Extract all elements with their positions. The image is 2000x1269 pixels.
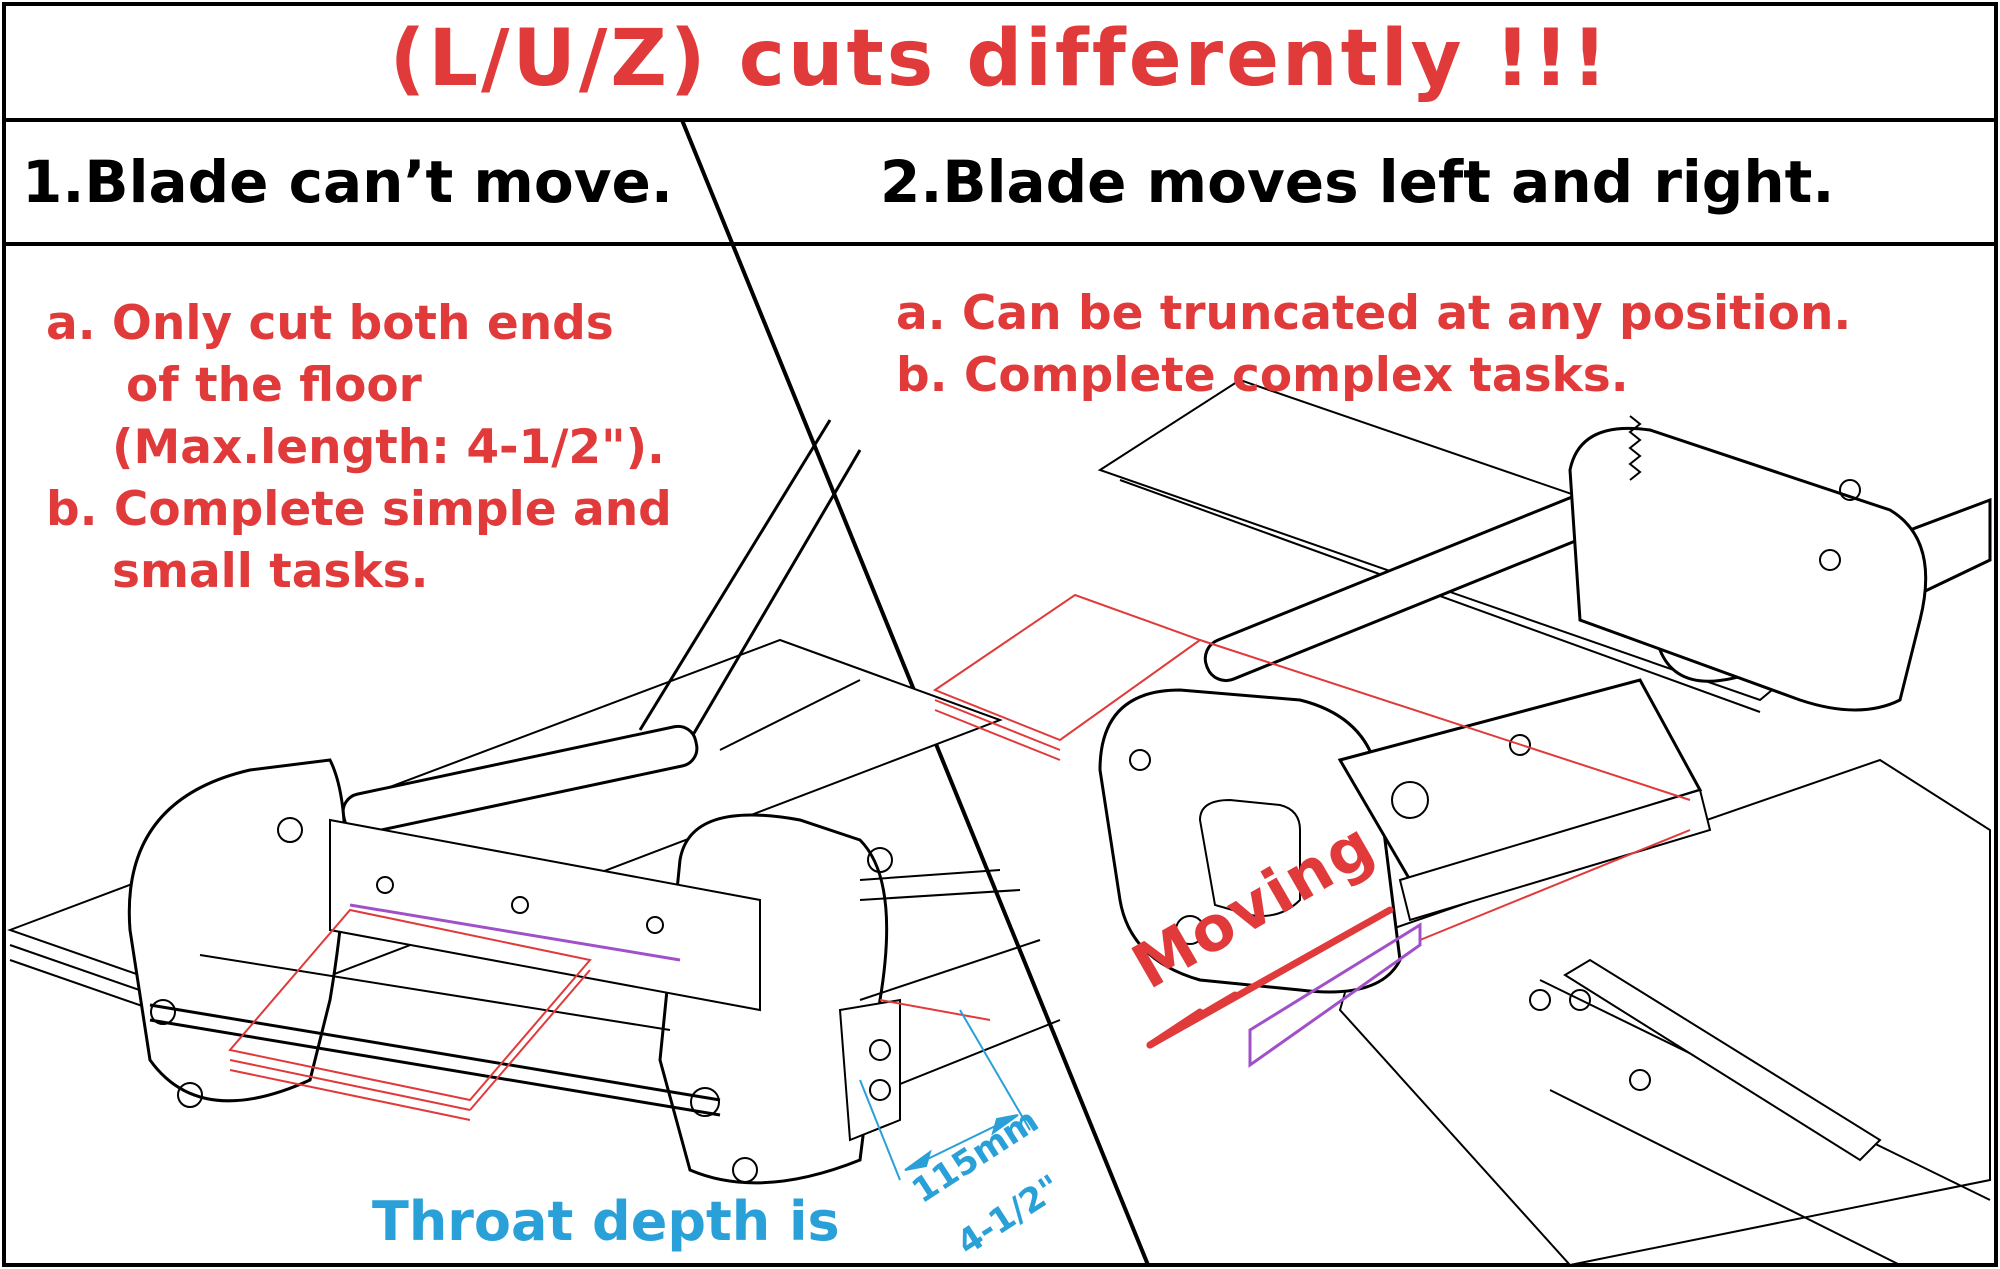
throat-dimension [859, 1009, 1031, 1181]
right-cutter-illustration [1097, 378, 1992, 1267]
right-line-a: a. Can be truncated at any position. [896, 286, 1852, 341]
left-cut-boards [228, 908, 991, 1121]
left-line-b: b. Complete simple and [46, 482, 672, 537]
left-line-a-cont1: of the floor [126, 358, 422, 413]
right-blade-edge [1248, 922, 1422, 1068]
left-line-a: a. Only cut both ends [46, 296, 614, 351]
moving-arrow-icon [1146, 906, 1394, 1049]
right-cut-boards [932, 593, 1691, 941]
left-blade-edge [349, 903, 681, 962]
right-line-b: b. Complete complex tasks. [896, 348, 1629, 403]
page-title: (L/U/Z) cuts differently !!! [389, 14, 1611, 104]
left-line-b-cont: small tasks. [112, 544, 429, 599]
left-line-a-cont2: (Max.length: 4-1/2"). [112, 420, 665, 475]
left-panel-heading: 1.Blade can’t move. [22, 148, 673, 216]
left-cutter-illustration [7, 419, 1061, 1185]
throat-depth-label: Throat depth is [372, 1190, 840, 1253]
right-panel-heading: 2.Blade moves left and right. [880, 148, 1835, 216]
